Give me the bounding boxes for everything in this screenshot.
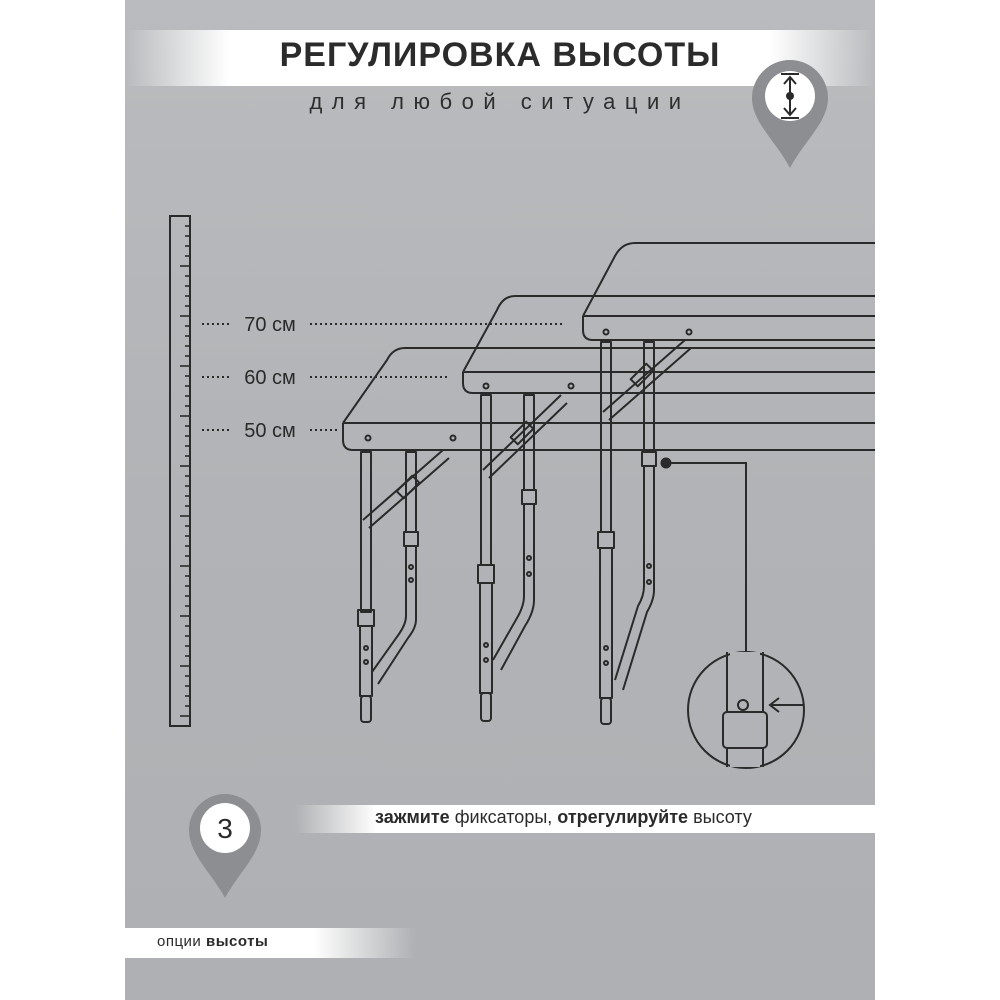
height-label-50: 50 см xyxy=(244,420,296,442)
page-title: РЕГУЛИРОВКА ВЫСОТЫ xyxy=(279,36,721,74)
page-subtitle: для любой ситуации xyxy=(309,89,691,114)
product-panel: РЕГУЛИРОВКА ВЫСОТЫ для любой ситуации xyxy=(125,0,875,1000)
tables xyxy=(342,242,875,725)
step-number: 3 xyxy=(217,813,233,844)
height-label-70: 70 см xyxy=(244,314,296,336)
height-diagram: 70 см 60 см 50 см xyxy=(169,60,875,898)
footer-options: опции xyxy=(157,933,206,950)
footer-band xyxy=(125,928,415,958)
instruction-adjust: отрегулируйте xyxy=(557,807,689,827)
title-band xyxy=(125,30,875,86)
table-60cm xyxy=(462,295,875,722)
lock-pin-icon xyxy=(660,457,805,769)
table-70cm xyxy=(582,242,875,725)
instruction-height: высоту xyxy=(688,807,752,827)
ruler-icon xyxy=(169,215,191,727)
height-guides xyxy=(202,323,565,431)
height-adjust-icon xyxy=(752,60,828,168)
instruction-band xyxy=(295,805,875,833)
left-margin xyxy=(0,0,125,1000)
table-50cm xyxy=(342,347,875,723)
right-margin xyxy=(875,0,1000,1000)
instruction-locks: фиксаторы, xyxy=(449,807,558,827)
height-label-60: 60 см xyxy=(244,367,296,389)
instruction-squeeze: зажмите xyxy=(375,807,450,827)
instruction-text: зажмите фиксаторы, отрегулируйте высоту xyxy=(375,807,752,828)
footer-caption: опции высоты xyxy=(157,933,268,950)
step-marker-icon: 3 xyxy=(189,794,261,898)
footer-height: высоты xyxy=(205,933,269,950)
